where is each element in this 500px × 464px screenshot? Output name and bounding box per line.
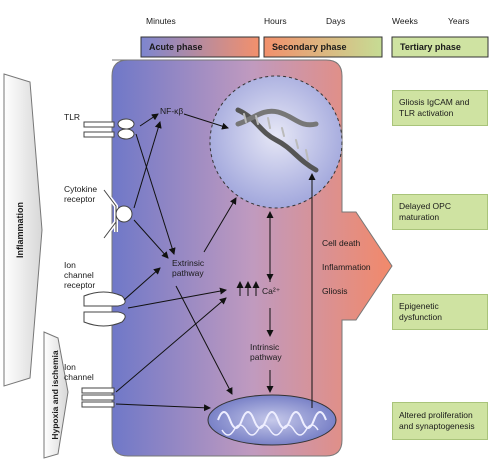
dna-helix-icon [235, 107, 319, 173]
tlr-label: TLR [64, 112, 81, 122]
extrinsic-label-2: pathway [172, 268, 204, 278]
acute-phase-label: Acute phase [149, 42, 203, 52]
minutes-label: Minutes [146, 16, 176, 26]
acute-phase-bar [140, 36, 260, 58]
years-label: Years [448, 16, 470, 26]
ion-channel-icon [81, 387, 115, 408]
calcium-label: Ca²⁺ [262, 286, 281, 296]
intrinsic-label-1: Intrinsic [250, 342, 280, 352]
hours-label: Hours [264, 16, 287, 26]
tertiary-box-opc: Delayed OPC maturation [392, 194, 488, 230]
gliosis-label: Gliosis [322, 286, 348, 296]
inflammation-outcome-label: Inflammation [322, 262, 371, 272]
cell-death-label: Cell death [322, 238, 361, 248]
tertiary-box-gliosis: Gliosis IgCAM and TLR activation [392, 90, 488, 126]
inflammation-side-label: Inflammation [15, 202, 25, 259]
pathway-arrows [115, 113, 316, 412]
extrinsic-label-1: Extrinsic [172, 258, 205, 268]
ion-channel-label-1: Ion [64, 362, 76, 372]
ion-channel-label-2: channel [64, 372, 94, 382]
tertiary-box-proliferation: Altered proliferation and synaptogenesis [392, 402, 488, 440]
cytokine-receptor-icon [102, 188, 133, 240]
secondary-phase-label: Secondary phase [272, 42, 347, 52]
days-label: Days [326, 16, 346, 26]
intrinsic-label-2: pathway [250, 352, 282, 362]
tertiary-box-epigenetic: Epigenetic dysfunction [392, 294, 488, 330]
cytokine-label-1: Cytokine [64, 184, 98, 194]
tlr-receptor-icon [83, 118, 135, 140]
tertiary-phase-label: Tertiary phase [400, 42, 461, 52]
hypoxia-side-label: Hypoxia and ischemia [50, 350, 60, 440]
weeks-label: Weeks [392, 16, 418, 26]
secondary-phase-bar [263, 36, 383, 58]
calcium-rise-arrows [236, 281, 260, 296]
inflammation-arrow [3, 73, 43, 387]
ion-receptor-label-1: Ion [64, 260, 76, 270]
nfkb-label: NF-κβ [160, 106, 184, 116]
mitochondrion-icon [207, 394, 337, 446]
tertiary-phase-bar [391, 36, 489, 58]
hypoxia-arrow [43, 331, 69, 459]
ion-receptor-label-2: channel [64, 270, 94, 280]
cytokine-label-2: receptor [64, 194, 96, 204]
ion-channel-receptor-icon [83, 291, 126, 327]
ion-receptor-label-3: receptor [64, 280, 96, 290]
